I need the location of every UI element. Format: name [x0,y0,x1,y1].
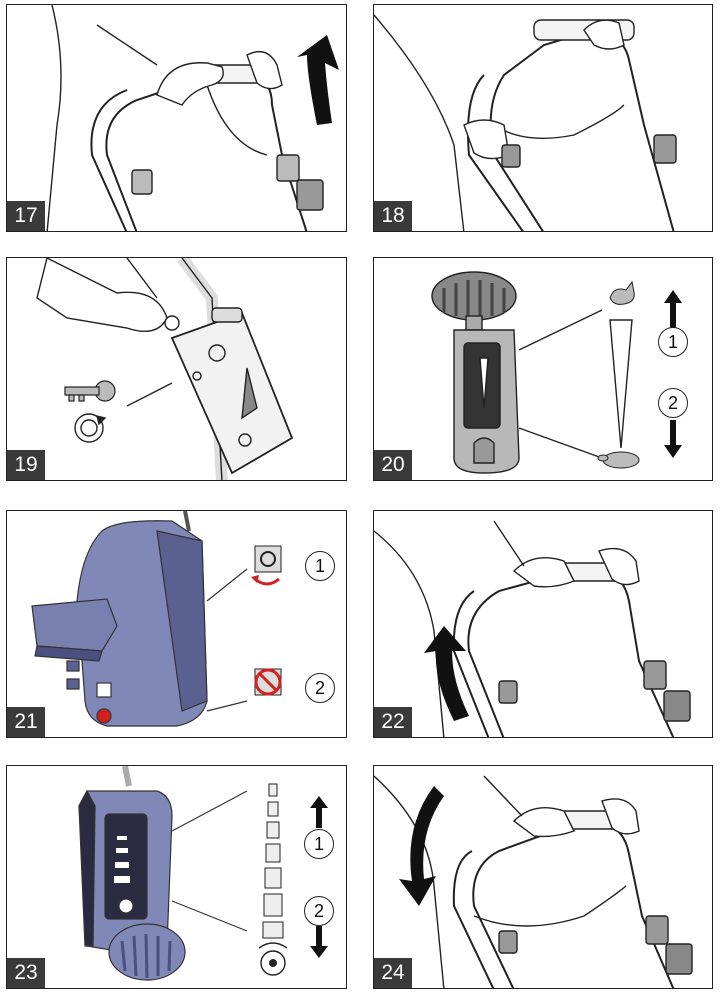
arrow-up-icon [310,796,328,828]
speed-control-illustration [431,271,633,474]
curved-arrow-down-icon [399,786,444,906]
figure-24-panel: 24 [373,765,713,989]
rotate-icon [74,413,107,443]
figure-18-panel: 18 [373,4,713,232]
figure-number: 20 [374,450,412,480]
step-2-marker: 2 [658,388,688,418]
motor-brake-switch-illustration [31,511,248,727]
step-2-marker: 2 [304,896,334,926]
figure-number: 18 [374,201,412,231]
figure-number: 17 [7,201,45,231]
handle-unfold-illustration [46,5,324,231]
curved-arrow-up-icon [297,35,339,125]
key-icon [64,380,116,402]
rabbit-fast-icon [609,280,635,305]
figure-number: 21 [7,707,45,737]
arrow-up-icon [664,290,682,328]
figure-number: 22 [374,707,412,737]
step-1-marker: 1 [305,551,335,581]
figure-23-panel: 1 2 23 [6,765,347,989]
figure-number: 23 [7,958,45,988]
safety-key-insert-illustration [36,258,294,480]
figure-21-panel: 1 2 21 [6,510,347,738]
step-2-marker: 2 [305,673,335,703]
handle-locked-illustration [374,14,677,231]
turtle-slow-icon [597,451,640,469]
arrow-down-icon [664,420,682,458]
figure-19-panel: 19 [6,257,347,481]
wheel-icon [258,942,288,976]
step-1-marker: 1 [304,829,334,859]
step-1-marker: 1 [658,327,688,357]
curved-arrow-up-icon [424,626,469,721]
height-adjust-illustration [78,766,248,981]
arrow-down-icon [310,926,328,958]
cutting-height-scale-icon [262,783,284,939]
handle-fold-forward-illustration [374,775,693,988]
figure-number: 24 [374,958,412,988]
figure-17-panel: 17 [6,4,347,232]
figure-number: 19 [7,450,45,480]
gear-engage-icon [251,545,282,586]
figure-22-panel: 22 [373,510,713,738]
figure-20-panel: 1 2 20 [373,257,713,481]
gear-disengage-icon [254,668,282,696]
